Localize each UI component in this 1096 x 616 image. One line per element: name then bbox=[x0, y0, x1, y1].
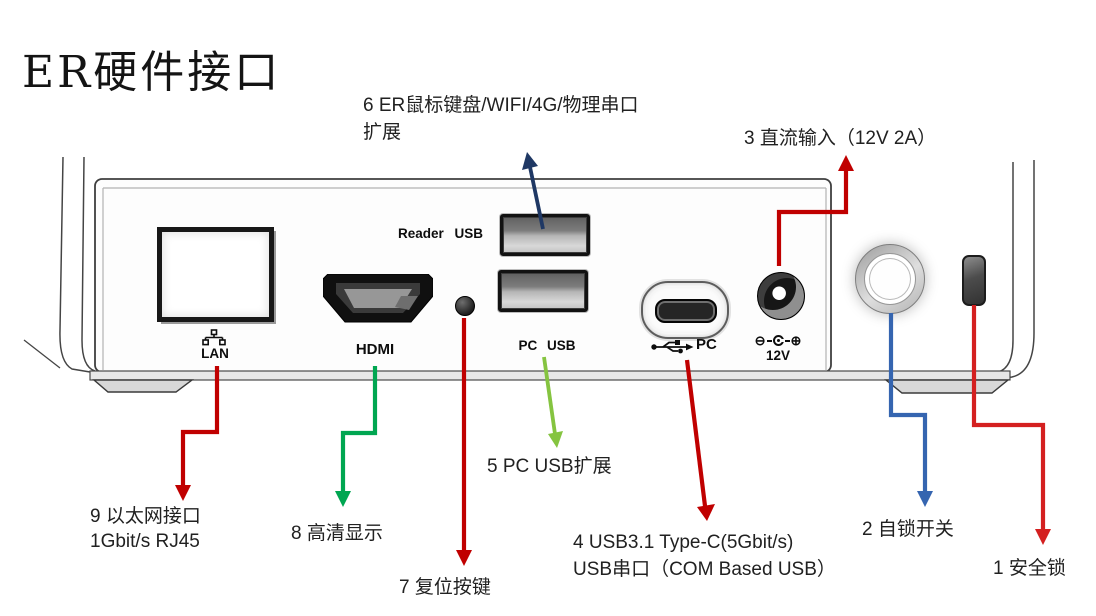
callout-7-reset: 7 复位按键 bbox=[399, 577, 491, 598]
callout-8-hdmi: 8 高清显示 bbox=[291, 523, 383, 544]
typec-pc-label: PC bbox=[696, 336, 717, 353]
lan-port bbox=[157, 227, 274, 322]
callout-4-typec: 4 USB3.1 Type-C(5Gbit/s) USB串口（COM Based… bbox=[573, 529, 836, 583]
self-lock-switch-knob-face bbox=[864, 253, 916, 305]
device-foot-right bbox=[884, 379, 1010, 394]
callout-3-dc-input: 3 直流输入（12V 2A） bbox=[744, 128, 937, 149]
dc-dash bbox=[766, 339, 772, 342]
reader-usb-label: Reader USB bbox=[398, 226, 484, 241]
callout-9-line1: 9 以太网接口 bbox=[90, 506, 201, 527]
device-foot-left bbox=[92, 379, 195, 393]
dc-polarity-icon: ⊖ ⊕ bbox=[751, 334, 805, 347]
reset-button bbox=[455, 296, 475, 316]
callout-1-security-lock: 1 安全锁 bbox=[993, 558, 1066, 579]
dc-voltage-label: 12V bbox=[765, 348, 791, 363]
callout-6-reader-usb: 6 ER鼠标键盘/WIFI/4G/物理串口 扩展 bbox=[363, 92, 639, 146]
page-title: ER硬件接口 bbox=[22, 47, 282, 98]
security-lock-slot bbox=[962, 255, 986, 306]
dc-plus-glyph: ⊕ bbox=[790, 333, 802, 348]
dc-minus-glyph: ⊖ bbox=[754, 333, 766, 348]
callout-2-self-lock-switch: 2 自锁开关 bbox=[862, 519, 954, 540]
callout-5-pc-usb: 5 PC USB扩展 bbox=[487, 456, 612, 477]
dc-power-jack bbox=[757, 272, 805, 320]
typec-port-slot bbox=[655, 299, 717, 323]
hdmi-label: HDMI bbox=[355, 341, 395, 358]
network-tree-icon bbox=[201, 329, 227, 346]
callout-4-line2: USB串口（COM Based USB） bbox=[573, 559, 836, 580]
usb-trident-icon bbox=[650, 339, 695, 354]
pc-usb-port bbox=[498, 270, 588, 312]
hdmi-port bbox=[323, 274, 433, 323]
pc-usb-label: PC USB bbox=[518, 338, 576, 353]
reader-usb-port bbox=[500, 214, 590, 256]
lan-label: LAN bbox=[201, 346, 229, 361]
self-lock-switch-knob bbox=[855, 244, 925, 314]
device-bottom-strip bbox=[89, 370, 1011, 381]
callout-9-line2: 1Gbit/s RJ45 bbox=[90, 531, 200, 552]
dc-dash bbox=[784, 339, 790, 342]
dc-center-contact-glyph bbox=[772, 335, 785, 346]
callout-6-line2: 扩展 bbox=[363, 122, 402, 143]
callout-4-line1: 4 USB3.1 Type-C(5Gbit/s) bbox=[573, 532, 794, 553]
callout-9-ethernet: 9 以太网接口 1Gbit/s RJ45 bbox=[90, 504, 201, 554]
callout-6-line1: 6 ER鼠标键盘/WIFI/4G/物理串口 bbox=[363, 95, 639, 116]
